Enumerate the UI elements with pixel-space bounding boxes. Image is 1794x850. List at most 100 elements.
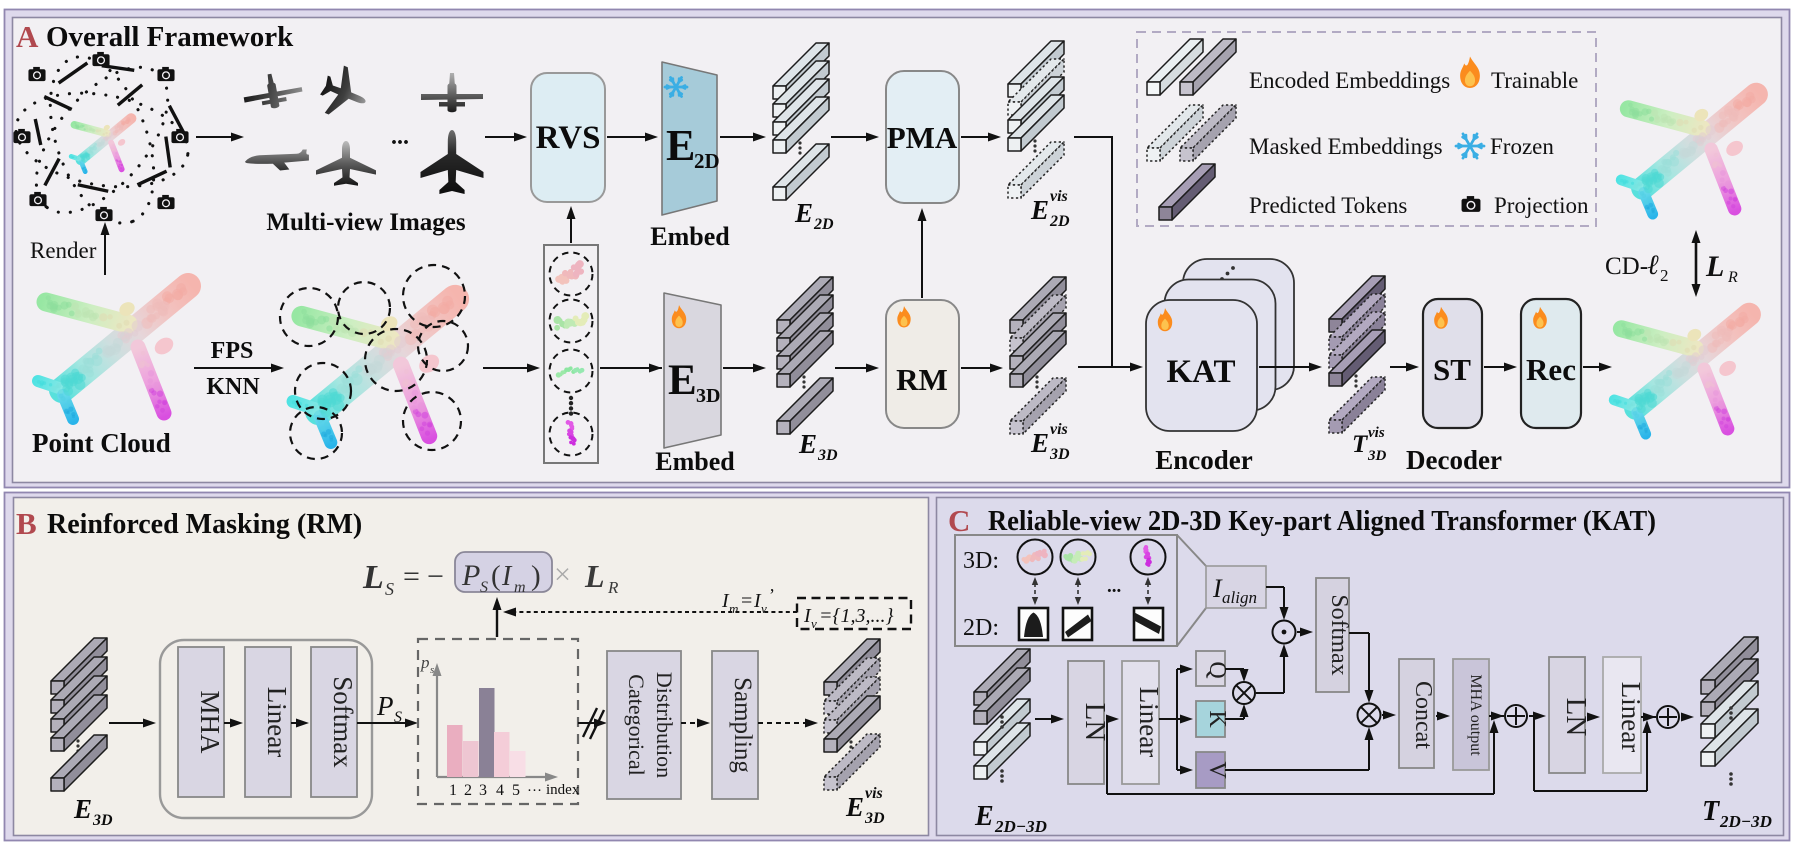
svg-text:E: E	[666, 121, 695, 170]
svg-text:KNN: KNN	[206, 374, 260, 400]
svg-text:R: R	[1727, 269, 1738, 286]
svg-text:T: T	[1352, 431, 1369, 458]
svg-text:align: align	[1222, 588, 1257, 607]
svg-text:2D:: 2D:	[963, 615, 999, 641]
svg-text:Linear: Linear	[262, 687, 292, 757]
svg-text:Linear: Linear	[1134, 687, 1164, 757]
svg-text:T: T	[1702, 796, 1721, 827]
svg-text:L: L	[1705, 250, 1724, 283]
svg-text:I: I	[721, 590, 730, 612]
svg-text:V: V	[1204, 761, 1230, 779]
svg-text:LN: LN	[1079, 703, 1111, 742]
svg-text:=: =	[403, 560, 420, 593]
svg-text:4: 4	[496, 782, 504, 799]
svg-text:Decoder: Decoder	[1406, 445, 1502, 475]
svg-text:Softmax: Softmax	[1326, 594, 1352, 675]
svg-text:RVS: RVS	[536, 120, 601, 156]
svg-text:…: …	[527, 779, 542, 795]
svg-text:Distribution: Distribution	[652, 672, 677, 778]
svg-text:Embed: Embed	[650, 222, 730, 251]
svg-text:E: E	[798, 429, 817, 459]
svg-text:3D:: 3D:	[963, 548, 999, 574]
svg-text:Point Cloud: Point Cloud	[32, 428, 171, 458]
svg-text:m: m	[514, 579, 526, 596]
svg-text:E: E	[1030, 195, 1049, 225]
svg-text:v: v	[761, 601, 767, 616]
svg-text:ℓ: ℓ	[1647, 250, 1659, 281]
svg-text:A: A	[16, 19, 39, 54]
svg-text:2: 2	[464, 782, 472, 799]
svg-text:P: P	[461, 559, 480, 592]
svg-text:−: −	[427, 560, 444, 593]
svg-text:Softmax: Softmax	[328, 676, 358, 768]
svg-text:KAT: KAT	[1166, 354, 1235, 390]
svg-text:RM: RM	[896, 362, 948, 397]
svg-text:2D−3D: 2D−3D	[1719, 812, 1772, 831]
svg-text:I: I	[753, 590, 762, 612]
svg-text:3D: 3D	[696, 385, 720, 407]
svg-text:Reinforced Masking (RM): Reinforced Masking (RM)	[47, 509, 362, 540]
svg-text:E: E	[974, 801, 994, 832]
svg-text:5: 5	[512, 782, 520, 799]
svg-text:3: 3	[479, 782, 487, 799]
svg-text:Q: Q	[1204, 661, 1230, 678]
svg-text:K: K	[1204, 710, 1230, 728]
svg-text:index: index	[546, 782, 580, 798]
svg-text:Frozen: Frozen	[1490, 134, 1554, 159]
svg-text:Rec: Rec	[1526, 352, 1576, 387]
svg-text:Multi-view Images: Multi-view Images	[266, 209, 466, 236]
svg-text:Masked Embeddings: Masked Embeddings	[1249, 134, 1443, 159]
svg-text:p: p	[420, 653, 430, 672]
svg-text:E: E	[794, 198, 813, 228]
svg-text:vis: vis	[1368, 425, 1385, 441]
svg-text:Render: Render	[30, 238, 97, 263]
svg-text:=: =	[741, 590, 752, 612]
svg-text:...: ...	[1107, 576, 1121, 597]
svg-text:3D: 3D	[817, 447, 838, 464]
svg-text:2D−3D: 2D−3D	[994, 817, 1047, 836]
svg-text:L: L	[362, 559, 384, 596]
svg-text:FPS: FPS	[211, 338, 254, 364]
svg-text:): )	[531, 560, 541, 592]
svg-text:Projection: Projection	[1494, 193, 1589, 218]
svg-text:Trainable: Trainable	[1491, 68, 1578, 93]
svg-text:R: R	[607, 578, 619, 597]
svg-text:S: S	[394, 709, 402, 726]
svg-text:PMA: PMA	[887, 120, 958, 155]
svg-text:Reliable-view 2D-3D Key-part A: Reliable-view 2D-3D Key-part Aligned Tra…	[988, 506, 1656, 537]
svg-text:={1,3,...}: ={1,3,...}	[819, 605, 894, 627]
svg-text:I: I	[501, 561, 513, 592]
svg-text:E: E	[668, 357, 697, 404]
svg-text:Predicted Tokens: Predicted Tokens	[1249, 193, 1407, 218]
svg-text:C: C	[948, 503, 970, 538]
svg-text:2: 2	[1660, 266, 1669, 285]
svg-text:vis: vis	[1050, 188, 1068, 205]
svg-text:(: (	[491, 560, 501, 592]
svg-text:m: m	[729, 601, 738, 616]
svg-text:...: ...	[391, 124, 409, 150]
svg-text:Overall Framework: Overall Framework	[46, 21, 294, 53]
svg-text:I: I	[803, 605, 812, 627]
svg-text:Sampling: Sampling	[729, 677, 756, 773]
svg-text:I: I	[1212, 574, 1223, 603]
svg-text:×: ×	[554, 558, 571, 591]
svg-text:1: 1	[449, 782, 457, 799]
svg-text:’: ’	[769, 585, 775, 605]
svg-text:2D: 2D	[1049, 213, 1070, 230]
svg-text:E: E	[73, 794, 92, 824]
svg-text:Encoded Embeddings: Encoded Embeddings	[1249, 68, 1450, 93]
svg-text:s: s	[430, 664, 434, 676]
svg-text:CD-: CD-	[1605, 253, 1648, 280]
svg-text:L: L	[584, 558, 605, 594]
svg-text:B: B	[16, 506, 37, 541]
svg-text:Concat: Concat	[1410, 681, 1436, 749]
svg-text:S: S	[480, 579, 488, 596]
svg-text:2D: 2D	[813, 216, 834, 233]
svg-text:E: E	[1030, 428, 1049, 458]
svg-text:LN: LN	[1560, 698, 1592, 737]
svg-text:2D: 2D	[694, 149, 720, 173]
svg-text:Categorical: Categorical	[624, 674, 649, 775]
svg-text:Encoder: Encoder	[1155, 445, 1253, 475]
svg-text:S: S	[385, 579, 394, 599]
svg-text:3D: 3D	[92, 812, 113, 829]
